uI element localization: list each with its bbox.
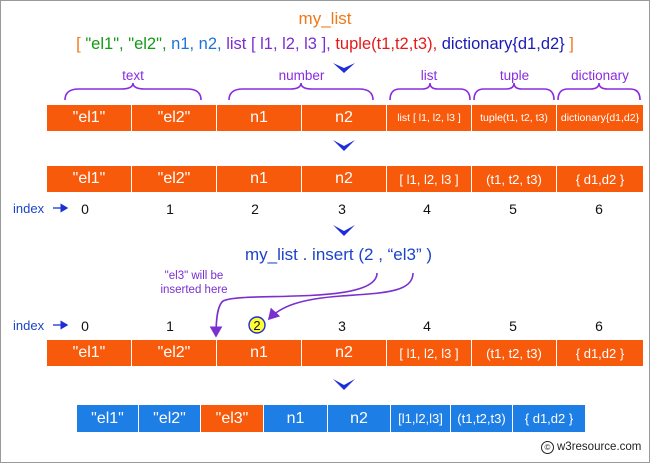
row4-cell-3: n1 [264,405,328,432]
row1-cell-1: "el2" [132,105,217,131]
index-top-4: 4 [423,201,431,217]
decl-list-item: list [ l1, l2, l3 ], [226,35,331,53]
brace-group [64,82,641,101]
row2-cell-2: n1 [217,166,302,192]
insert-note: "el3" will be inserted here [139,269,249,297]
highlighted-index-value: 2 [253,318,260,333]
insert-note-line1: "el3" will be [164,270,224,282]
row2-cell-1: "el2" [132,166,217,192]
row3-cell-2: n1 [217,340,302,366]
list-row-before-insert: "el1" "el2" n1 n2 [ l1, l2, l3 ] (t1, t2… [47,166,643,192]
index-bottom-1: 1 [166,318,174,334]
row1-cell-4: list [ l1, l2, l3 ] [387,105,472,131]
decl-number-items: n1, n2, [171,35,222,53]
row1-cell-3: n2 [302,105,387,131]
result-list-row: "el1" "el2" "el3" n1 n2 [l1,l2,l3] (t1,t… [77,405,585,432]
index-top-0: 0 [81,201,89,217]
index-bottom-0: 0 [81,318,89,334]
arrow-down-row2 [333,225,355,236]
copyright-icon: © [541,441,554,454]
decl-close-bracket: ] [569,35,574,53]
row4-cell-5: [l1,l2,l3] [391,405,451,432]
arrow-down-row3 [333,379,355,390]
row1-cell-2: n1 [217,105,302,131]
brace-label-number: number [278,68,325,83]
insert-arrow-to-index [267,272,414,321]
decl-dict-item: dictionary{d1,d2} [441,35,565,53]
brace-list [389,82,471,101]
brace-text [64,82,202,101]
credit: ©w3resource.com [541,441,641,454]
row4-cell-2-inserted: "el3" [201,405,264,432]
brace-label-tuple: tuple [499,68,530,83]
brace-label-dictionary: dictionary [571,68,629,83]
row2-cell-3: n2 [302,166,387,192]
arrow-down-row1 [333,140,355,151]
list-row-insert-point: "el1" "el2" n1 n2 [ l1, l2, l3 ] (t1, t2… [47,340,643,366]
diagram-title: my_list [298,9,352,28]
row1-cell-0: "el1" [47,105,132,131]
brace-number [228,82,374,101]
index-top-2: 2 [251,201,259,217]
row4-cell-4: n2 [328,405,391,432]
row4-cell-1: "el2" [139,405,201,432]
row2-cell-4: [ l1, l2, l3 ] [387,166,472,192]
brace-tuple [473,82,555,101]
decl-text-items: "el1", "el2", [85,35,167,53]
index-top-6: 6 [595,201,603,217]
row1-cell-6: dictionary{d1,d2} [557,105,643,131]
row3-cell-4: [ l1, l2, l3 ] [387,340,472,366]
index-bottom-5: 5 [509,318,517,334]
highlighted-index-marker: 2 [248,316,266,334]
row1-cell-5: tuple(t1, t2, t3) [472,105,557,131]
index-top-5: 5 [509,201,517,217]
row2-cell-5: (t1, t2, t3) [472,166,557,192]
row4-cell-0: "el1" [77,405,139,432]
row4-cell-6: (t1,t2,t3) [451,405,513,432]
index-label-top: index [13,201,45,216]
decl-open-bracket: [ [76,35,81,53]
row3-cell-5: (t1, t2, t3) [472,340,557,366]
index-bottom-3: 3 [338,318,346,334]
row4-cell-7: { d1,d2 } [513,405,585,432]
brace-dictionary [557,82,641,101]
row3-cell-0: "el1" [47,340,132,366]
index-top-1: 1 [166,201,174,217]
row2-cell-6: { d1,d2 } [557,166,643,192]
insert-statement: my_list . insert (2 , “el3” ) [245,245,433,264]
credit-text: w3resource.com [557,441,642,453]
decl-tuple-item: tuple(t1,t2,t3), [335,35,438,53]
insert-note-line2: inserted here [160,284,228,296]
list-declaration: [ "el1", "el2", n1, n2, list [ l1, l2, l… [1,35,649,54]
row2-cell-0: "el1" [47,166,132,192]
index-label-bottom: index [13,318,45,333]
insert-arrow-to-gap [209,272,378,338]
row3-cell-1: "el2" [132,340,217,366]
row3-cell-3: n2 [302,340,387,366]
arrow-down-title [333,63,355,73]
index-bottom-6: 6 [595,318,603,334]
row3-cell-6: { d1,d2 } [557,340,643,366]
brace-label-text: text [122,68,144,83]
index-bottom-4: 4 [423,318,431,334]
initial-list-row: "el1" "el2" n1 n2 list [ l1, l2, l3 ] tu… [47,105,643,131]
index-top-3: 3 [338,201,346,217]
brace-label-list: list [420,68,438,83]
